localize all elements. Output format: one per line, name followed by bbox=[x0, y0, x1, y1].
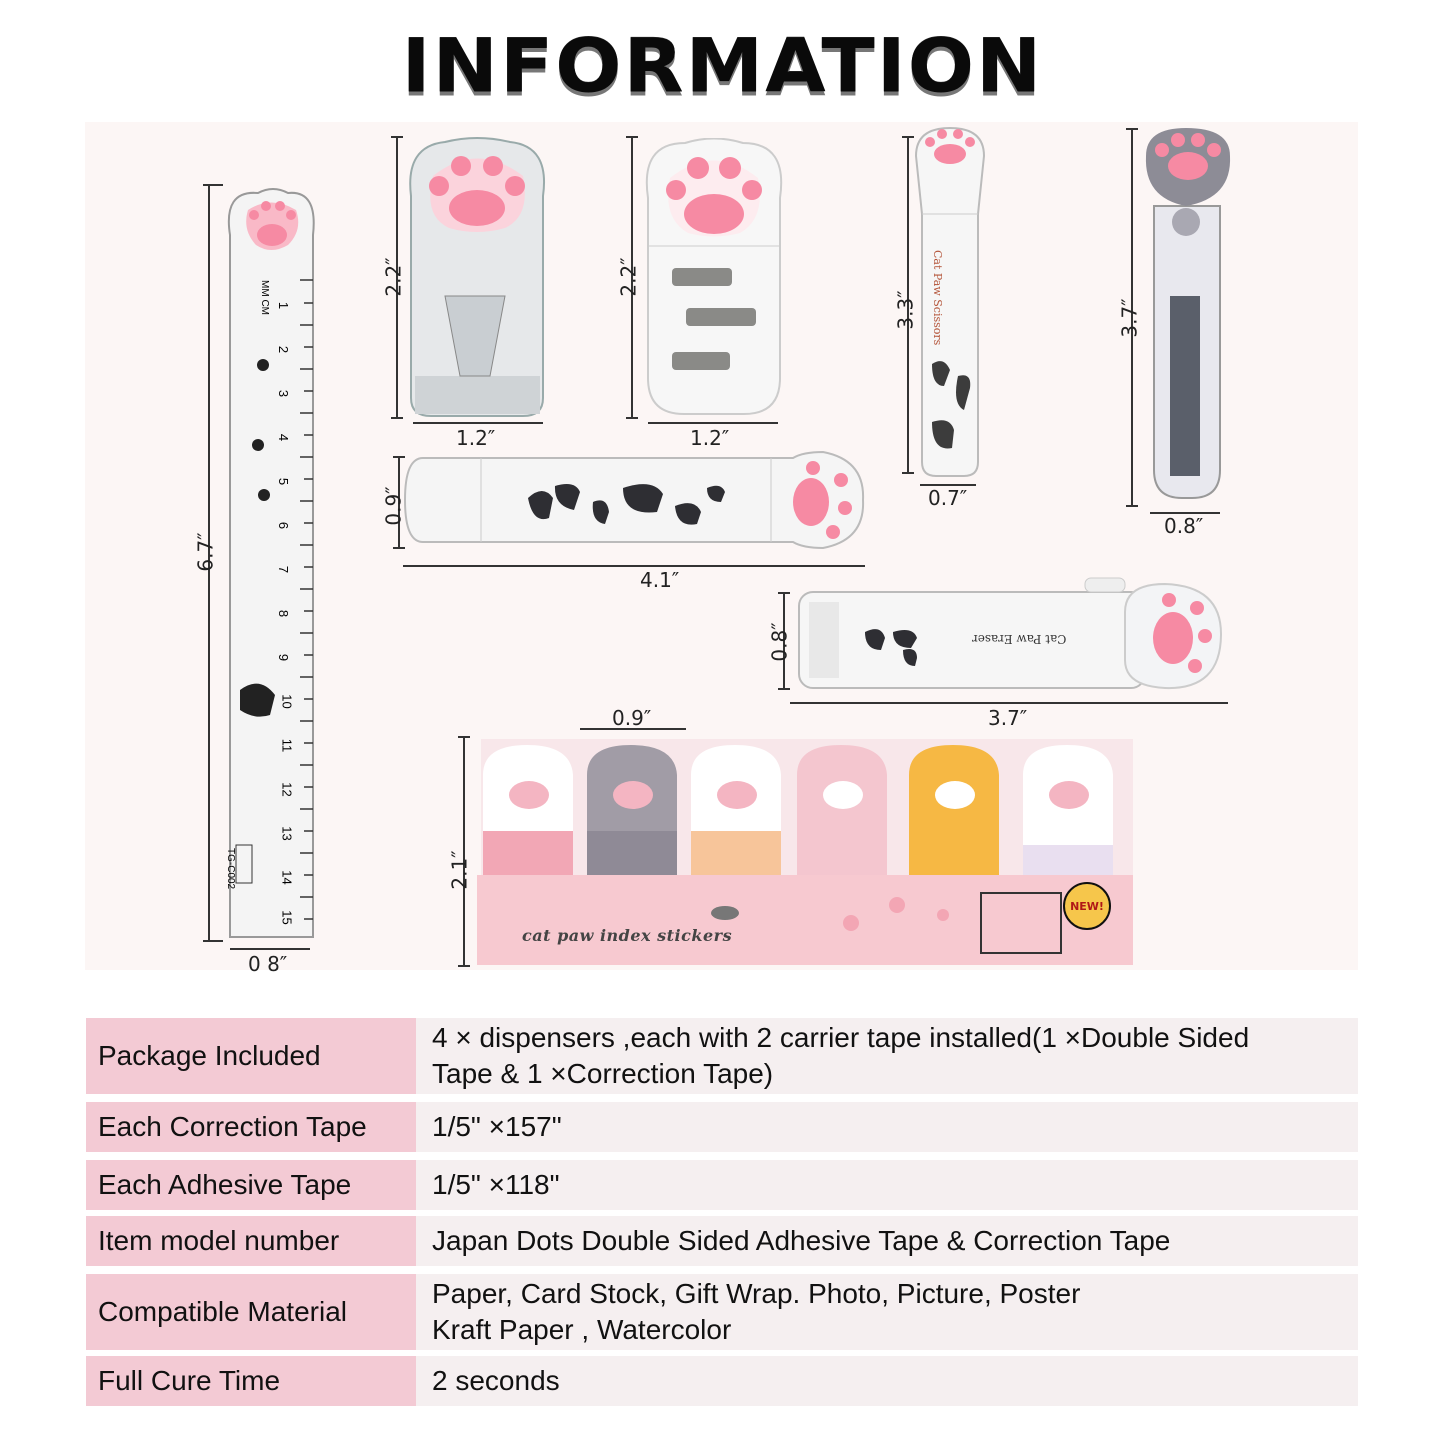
pen-height-line bbox=[398, 456, 400, 548]
tape2-width-label: 1.2″ bbox=[690, 426, 730, 450]
ruler-height-line bbox=[208, 185, 210, 940]
scissors-height-cap-top bbox=[902, 136, 914, 138]
tape2-width-line bbox=[648, 422, 778, 424]
cat-paw-scissors-image bbox=[914, 126, 986, 477]
pen-height-cap-bottom bbox=[393, 547, 405, 549]
ruler-number: 15 bbox=[279, 910, 295, 925]
cat-paw-pen-image bbox=[403, 450, 865, 550]
ruler-image bbox=[227, 188, 315, 938]
tape1-width-line bbox=[413, 422, 543, 424]
spec-value: 1/5" ×118" bbox=[432, 1169, 560, 1200]
pen-width-line bbox=[403, 565, 865, 567]
pen-height-cap-top bbox=[393, 456, 405, 458]
ruler-height-cap-top bbox=[203, 184, 223, 186]
cutter-width-line bbox=[1150, 512, 1220, 514]
tape2-height-cap-top bbox=[626, 136, 638, 138]
spec-row-model-number: Item model number Japan Dots Double Side… bbox=[86, 1216, 1358, 1266]
eraser-height-label: 0.8″ bbox=[767, 622, 792, 662]
ruler-height-label: 6.7″ bbox=[193, 532, 218, 572]
scissors-height-label: 3.3″ bbox=[893, 290, 918, 330]
ruler-number: 5 bbox=[276, 477, 292, 486]
spec-value: 1/5" ×157" bbox=[432, 1111, 562, 1142]
tape2-height-label: 2.2″ bbox=[616, 257, 641, 297]
ruler-code: TG-C002 bbox=[225, 848, 236, 890]
tape1-width-label: 1.2″ bbox=[456, 426, 496, 450]
cat-paw-cutter-image bbox=[1145, 128, 1231, 499]
spec-label: Package Included bbox=[86, 1018, 416, 1094]
scissors-width-line bbox=[920, 484, 976, 486]
ruler-unit: MM CM bbox=[259, 280, 270, 315]
ruler-number: 6 bbox=[276, 521, 292, 530]
eraser-height-cap-top bbox=[778, 592, 790, 594]
spec-row-correction-tape: Each Correction Tape 1/5" ×157" bbox=[86, 1102, 1358, 1152]
cutter-width-label: 0.8″ bbox=[1164, 514, 1204, 538]
spec-label: Compatible Material bbox=[86, 1274, 416, 1350]
eraser-width-label: 3.7″ bbox=[988, 706, 1028, 730]
ruler-number: 9 bbox=[276, 653, 292, 662]
spec-value: Japan Dots Double Sided Adhesive Tape & … bbox=[432, 1225, 1171, 1256]
sticker-height-cap-bottom bbox=[458, 965, 470, 967]
spec-label: Each Correction Tape bbox=[86, 1102, 416, 1152]
ruler-number: 12 bbox=[279, 782, 295, 797]
index-stickers-image bbox=[477, 739, 1133, 965]
pen-height-label: 0.9″ bbox=[381, 486, 406, 526]
eraser-height-line bbox=[783, 592, 785, 688]
spec-row-compatible-material: Compatible Material Paper, Card Stock, G… bbox=[86, 1274, 1358, 1350]
ruler-width-label: 0 8″ bbox=[248, 952, 288, 976]
eraser-height-cap-bottom bbox=[778, 688, 790, 690]
scissors-width-label: 0.7″ bbox=[928, 486, 968, 510]
new-badge: NEW! bbox=[1063, 882, 1111, 930]
ruler-number: 8 bbox=[276, 609, 292, 618]
tape2-height-line bbox=[631, 136, 633, 418]
ruler-number: 10 bbox=[279, 694, 295, 709]
scissors-height-line bbox=[907, 136, 909, 472]
white-tape-dispenser-image bbox=[645, 138, 783, 415]
tape1-height-cap-top bbox=[391, 136, 403, 138]
clear-tape-dispenser-image bbox=[409, 137, 545, 417]
ruler-width-line bbox=[230, 948, 310, 950]
pen-width-label: 4.1″ bbox=[640, 568, 680, 592]
ruler-numbers: 1 2 3 4 5 6 7 8 9 10 11 12 13 14 15 bbox=[276, 290, 302, 930]
spec-label: Full Cure Time bbox=[86, 1356, 416, 1406]
ruler-number: 14 bbox=[279, 870, 295, 885]
ruler-number: 11 bbox=[279, 738, 295, 753]
ruler-height-cap-bottom bbox=[203, 940, 223, 942]
spec-value: Paper, Card Stock, Gift Wrap. Photo, Pic… bbox=[432, 1278, 1081, 1345]
tape1-height-cap-bottom bbox=[391, 417, 403, 419]
cutter-height-line bbox=[1131, 128, 1133, 506]
ruler-number: 7 bbox=[276, 565, 292, 574]
cat-paw-eraser-image bbox=[798, 577, 1223, 690]
ruler-number: 2 bbox=[276, 345, 292, 354]
spec-value: 2 seconds bbox=[432, 1365, 560, 1396]
spec-row-adhesive-tape: Each Adhesive Tape 1/5" ×118" bbox=[86, 1160, 1358, 1210]
eraser-width-line bbox=[790, 702, 1228, 704]
cutter-height-cap-top bbox=[1126, 128, 1138, 130]
spec-row-cure-time: Full Cure Time 2 seconds bbox=[86, 1356, 1358, 1406]
spec-row-package: Package Included 4 × dispensers ,each wi… bbox=[86, 1018, 1358, 1094]
sticker-height-label: 2.1″ bbox=[447, 850, 472, 890]
ruler-number: 13 bbox=[279, 826, 295, 841]
tape1-height-line bbox=[396, 136, 398, 418]
sticker-height-cap-top bbox=[458, 736, 470, 738]
spec-value: 4 × dispensers ,each with 2 carrier tape… bbox=[432, 1022, 1250, 1089]
scissors-height-cap-bottom bbox=[902, 472, 914, 474]
cutter-height-label: 3.7″ bbox=[1117, 298, 1142, 338]
tape2-height-cap-bottom bbox=[626, 417, 638, 419]
ruler-number: 1 bbox=[276, 301, 292, 310]
eraser-label: Cat Paw Eraser bbox=[972, 632, 1067, 646]
page-title: INFORMATION bbox=[401, 24, 1044, 110]
sticker-tab-width-line bbox=[580, 728, 686, 730]
sticker-height-line bbox=[463, 736, 465, 966]
ruler-number: 3 bbox=[276, 389, 292, 398]
cutter-height-cap-bottom bbox=[1126, 505, 1138, 507]
sticker-box-label: cat paw index stickers bbox=[522, 926, 733, 945]
scissors-label: Cat Paw Scissors bbox=[931, 250, 944, 346]
spec-label: Item model number bbox=[86, 1216, 416, 1266]
tape1-height-label: 2.2″ bbox=[381, 257, 406, 297]
spec-label: Each Adhesive Tape bbox=[86, 1160, 416, 1210]
sticker-tab-width-label: 0.9″ bbox=[612, 706, 652, 730]
ruler-number: 4 bbox=[276, 433, 292, 442]
